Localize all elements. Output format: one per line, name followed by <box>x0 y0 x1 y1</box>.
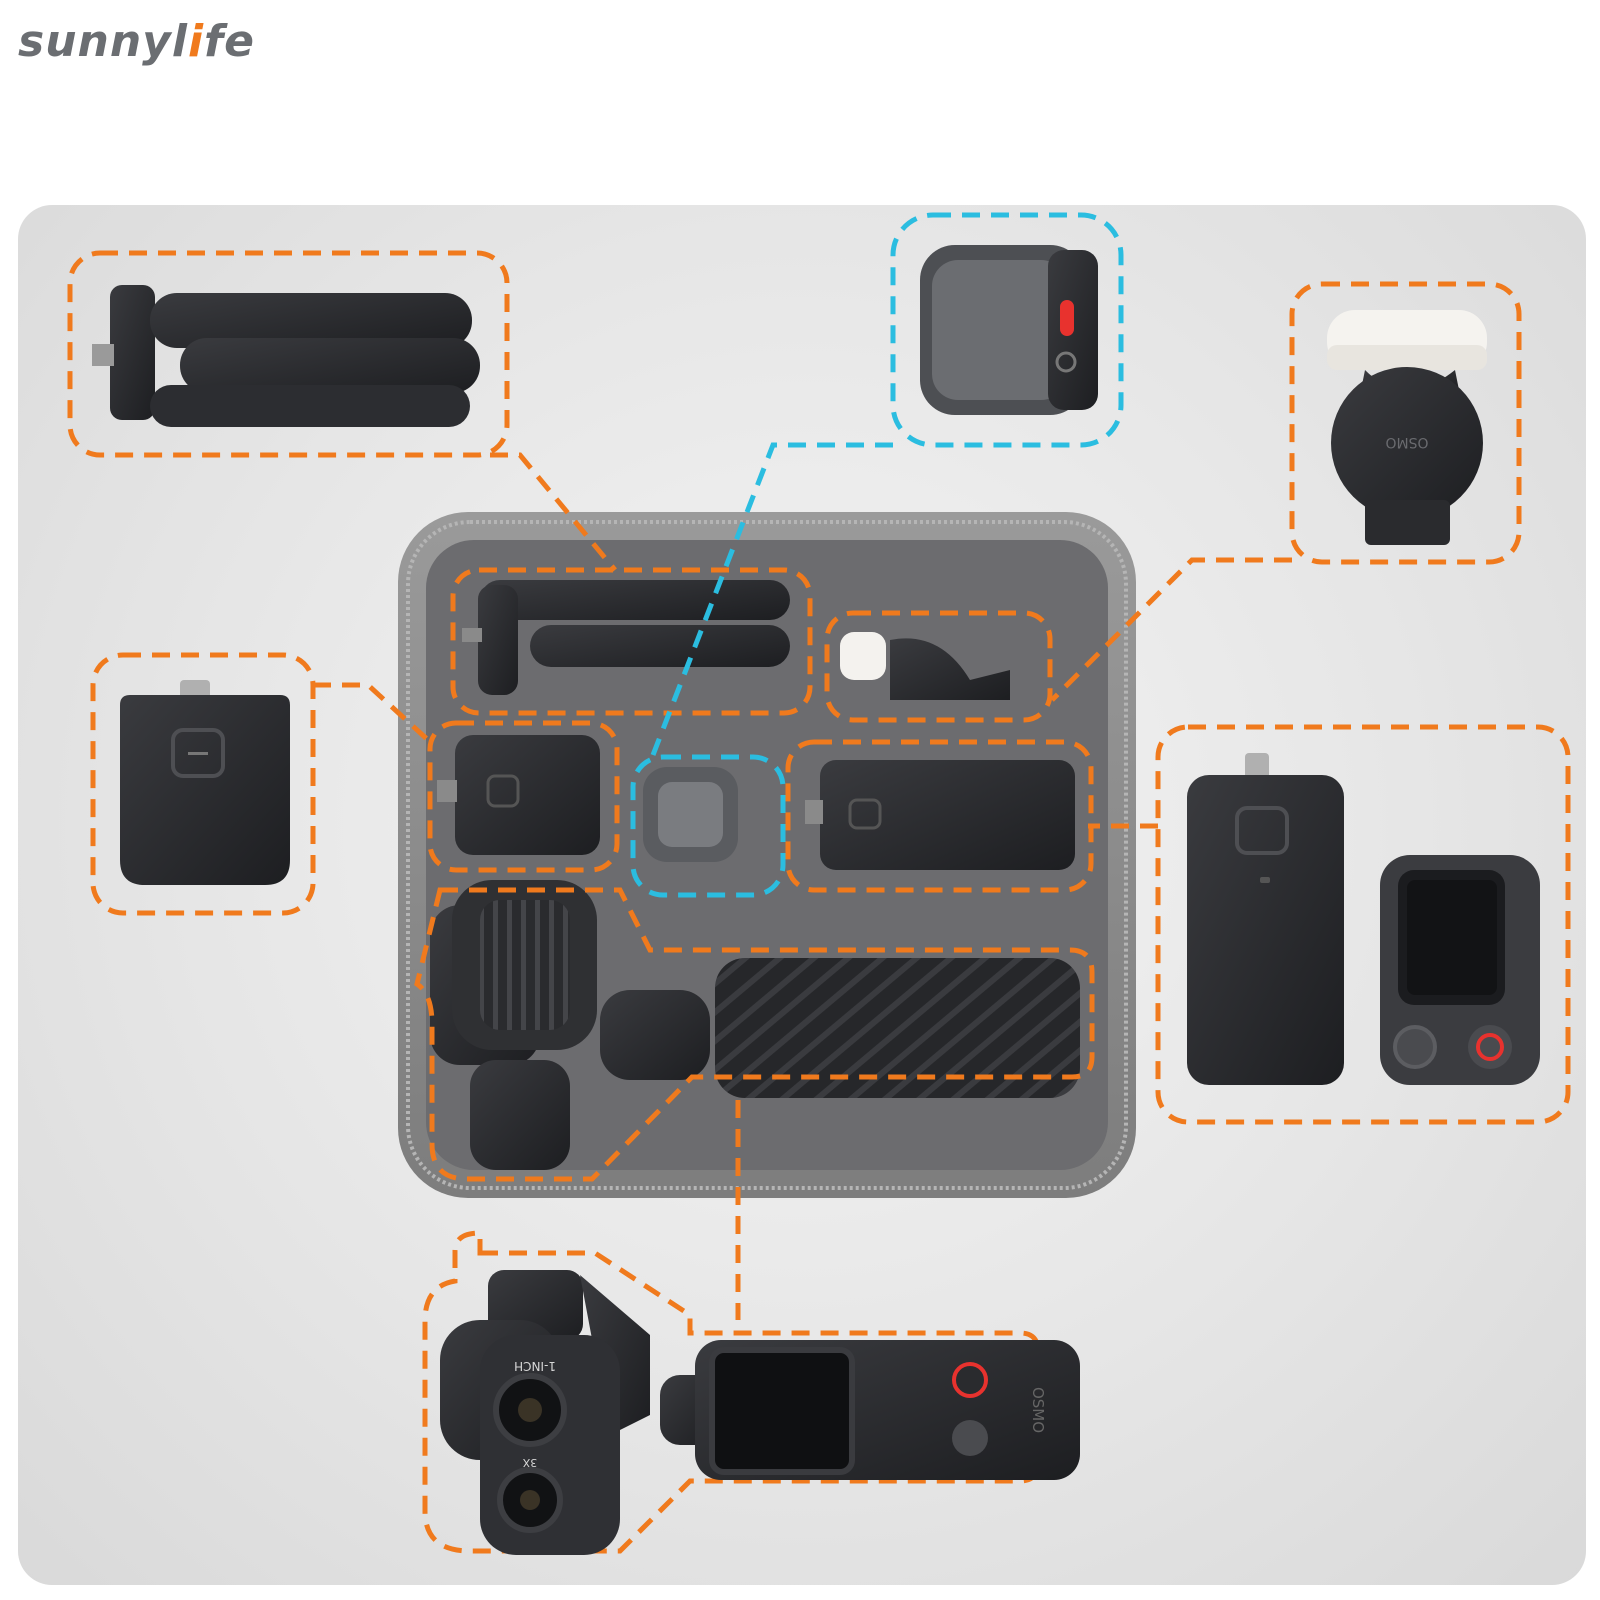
blue-callouts <box>630 212 1124 898</box>
camera-top-marking: 1-INCH <box>514 1359 556 1373</box>
callout-box-handle-remote <box>1155 724 1571 1125</box>
camera-zoom-marking: 3X <box>522 1456 537 1469</box>
case-battery-handle-small <box>437 735 600 855</box>
camera-body-marking: OSMO <box>1029 1387 1047 1433</box>
case-lens-cover <box>840 632 1010 700</box>
case-slot-gimbal <box>414 887 1095 1182</box>
case-battery-handle-long <box>805 760 1075 870</box>
callout-box-small-handle <box>90 652 316 916</box>
connector-lens-cover <box>1050 557 1292 702</box>
lens-cover-marking: OSMO <box>1385 434 1428 450</box>
gimbal-camera-icon: 1-INCH 3X OSMO <box>440 1270 1080 1555</box>
brand-logo: sunnylife <box>18 14 338 70</box>
callout-box-mic <box>890 212 1124 448</box>
brand-logo-prefix: sunnyl <box>18 16 188 67</box>
handle-and-remote-icon <box>1187 753 1540 1085</box>
callout-box-lens-cover <box>1289 281 1522 565</box>
mic-transmitter-icon <box>920 245 1098 415</box>
connector-mic <box>650 442 893 756</box>
connector-tripod <box>490 452 617 572</box>
mini-tripod-icon <box>92 285 480 427</box>
case-slot-mic <box>630 754 786 898</box>
case-slot-small-handle <box>427 720 620 873</box>
case-gimbal-camera <box>430 880 1080 1170</box>
case-mic-transmitter <box>643 767 738 862</box>
case-slot-lens-cover <box>824 610 1053 723</box>
brand-logo-dot: i <box>187 16 205 67</box>
callout-box-tripod <box>67 250 510 458</box>
battery-handle-icon <box>120 680 290 885</box>
case-mini-tripod <box>462 580 790 695</box>
lens-cover-icon: OSMO <box>1327 310 1487 545</box>
brand-logo-suffix: fe <box>204 16 256 67</box>
case-zipper <box>406 520 1128 1190</box>
case-slot-tripod <box>450 567 813 716</box>
case-slot-long-handle <box>785 739 1094 893</box>
orange-callouts <box>67 250 1571 1554</box>
